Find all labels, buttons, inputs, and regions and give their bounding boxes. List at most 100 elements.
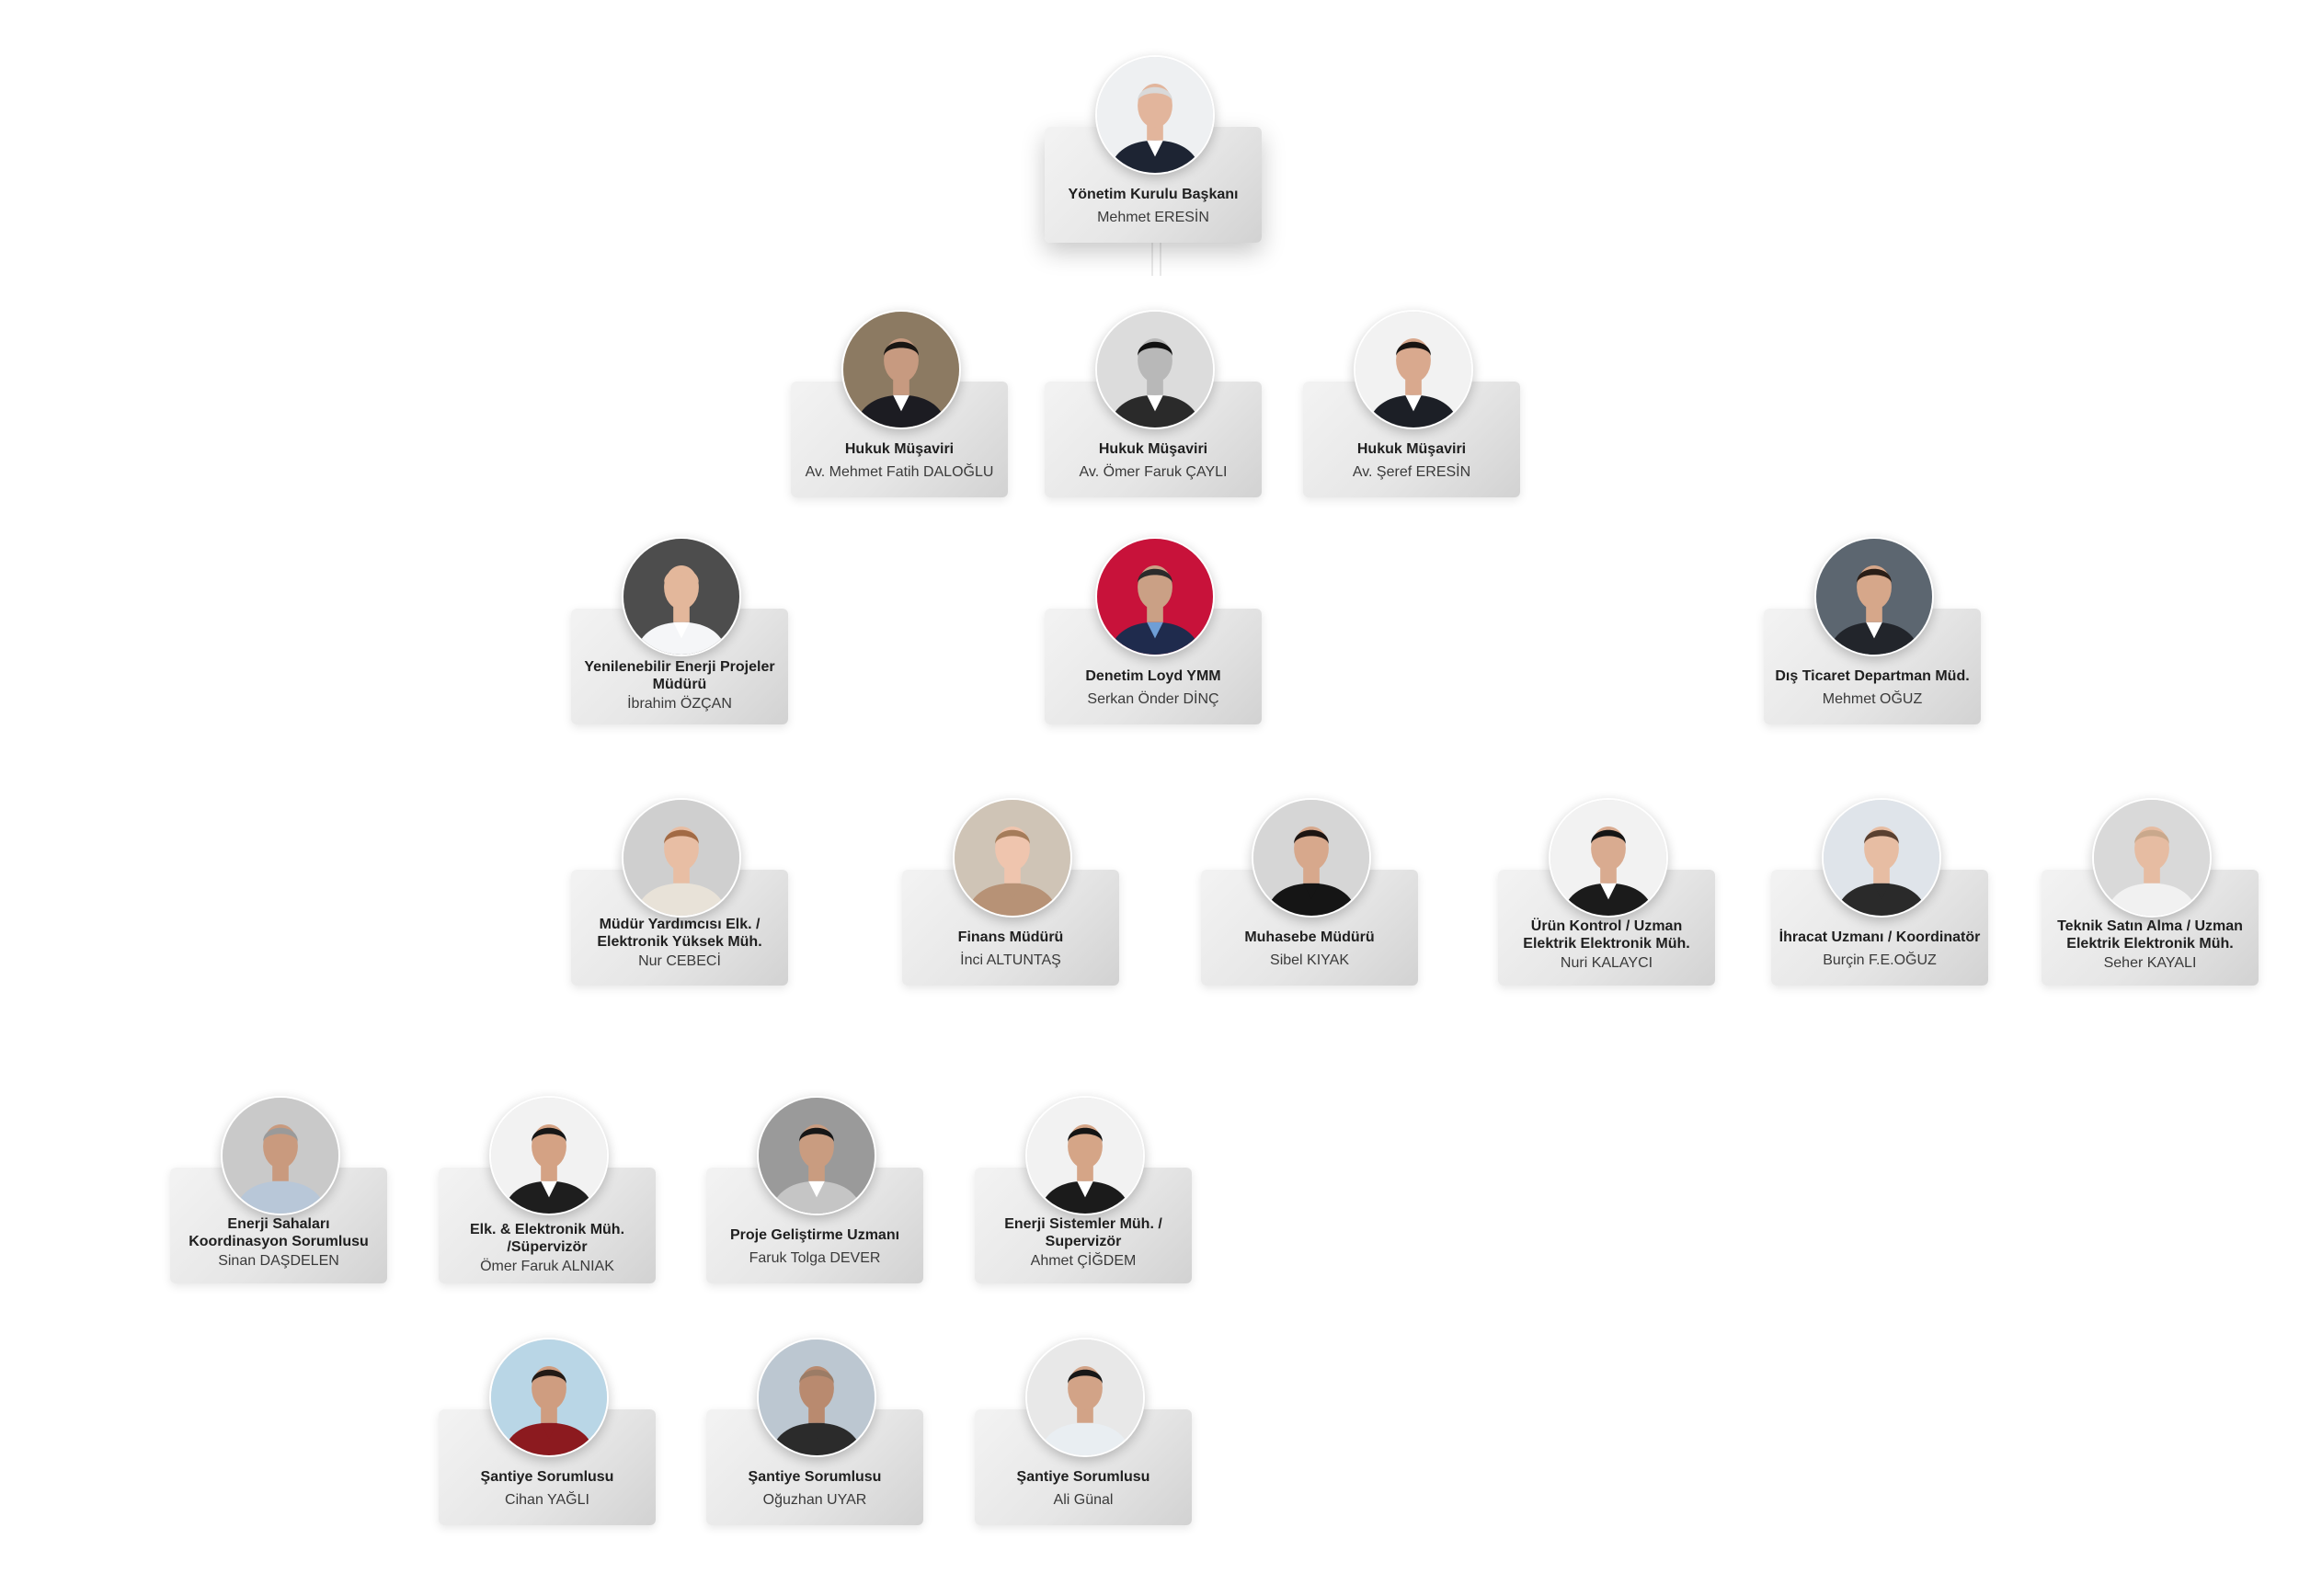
portrait-photo — [489, 1096, 609, 1215]
org-node-hukuk-musaviri-3: Hukuk Müşaviri Av. Şeref ERESİN — [1303, 310, 1520, 540]
node-role: Denetim Loyd YMM — [1085, 668, 1221, 684]
node-name: Serkan Önder DİNÇ — [1087, 691, 1219, 707]
portrait-photo — [1095, 310, 1215, 429]
node-role: Teknik Satın Alma / Uzman Elektrik Elekt… — [2057, 918, 2243, 952]
node-text: Denetim Loyd YMM Serkan Önder DİNÇ — [1052, 667, 1254, 708]
org-node-santiye-sorumlusu-3: Şantiye Sorumlusu Ali Günal — [975, 1338, 1192, 1568]
node-role: Şantiye Sorumlusu — [480, 1469, 614, 1485]
portrait-photo — [221, 1096, 340, 1215]
portrait-photo — [1025, 1096, 1145, 1215]
node-text: Proje Geliştirme Uzmanı Faruk Tolga DEVE… — [714, 1226, 916, 1267]
node-name: İbrahim ÖZÇAN — [627, 696, 732, 712]
node-text: Enerji Sahaları Koordinasyon Sorumlusu S… — [177, 1215, 380, 1270]
org-node-yenilenebilir-enerji: Yenilenebilir Enerji Projeler Müdürü İbr… — [571, 537, 788, 767]
node-name: Mehmet ERESİN — [1097, 210, 1209, 225]
node-text: Şantiye Sorumlusu Ali Günal — [982, 1468, 1184, 1509]
node-role: Müdür Yardımcısı Elk. / Elektronik Yükse… — [597, 917, 762, 950]
node-text: Finans Müdürü İnci ALTUNTAŞ — [909, 929, 1112, 969]
node-text: Ürün Kontrol / Uzman Elektrik Elektronik… — [1505, 918, 1708, 972]
org-node-santiye-sorumlusu-1: Şantiye Sorumlusu Cihan YAĞLI — [439, 1338, 656, 1568]
org-node-yonetim-kurulu-baskani: Yönetim Kurulu Başkanı Mehmet ERESİN — [1045, 55, 1262, 285]
node-name: Burçin F.E.OĞUZ — [1823, 952, 1937, 968]
node-name: Av. Ömer Faruk ÇAYLI — [1079, 464, 1228, 480]
portrait-photo — [489, 1338, 609, 1457]
node-text: Muhasebe Müdürü Sibel KIYAK — [1208, 929, 1411, 969]
node-name: Nuri KALAYCI — [1560, 955, 1653, 971]
org-node-mudur-yardimcisi: Müdür Yardımcısı Elk. / Elektronik Yükse… — [571, 798, 788, 1028]
node-name: Oğuzhan UYAR — [762, 1492, 867, 1508]
portrait-photo — [2092, 798, 2212, 918]
org-node-santiye-sorumlusu-2: Şantiye Sorumlusu Oğuzhan UYAR — [706, 1338, 923, 1568]
node-name: Ömer Faruk ALNIAK — [480, 1259, 614, 1274]
node-name: Av. Şeref ERESİN — [1352, 464, 1471, 480]
node-role: Hukuk Müşaviri — [1098, 441, 1208, 457]
node-name: Seher KAYALI — [2103, 955, 2197, 971]
org-node-dis-ticaret: Dış Ticaret Departman Müd. Mehmet OĞUZ — [1764, 537, 1981, 767]
node-name: Ahmet ÇİĞDEM — [1030, 1253, 1137, 1269]
portrait-photo — [1549, 798, 1668, 918]
org-node-urun-kontrol: Ürün Kontrol / Uzman Elektrik Elektronik… — [1498, 798, 1715, 1028]
node-role: Enerji Sistemler Müh. / Supervizör — [1004, 1216, 1162, 1249]
node-text: Hukuk Müşaviri Av. Şeref ERESİN — [1310, 440, 1513, 481]
node-role: Proje Geliştirme Uzmanı — [729, 1227, 900, 1243]
node-text: Müdür Yardımcısı Elk. / Elektronik Yükse… — [578, 916, 781, 970]
node-role: Şantiye Sorumlusu — [748, 1469, 882, 1485]
node-role: Yönetim Kurulu Başkanı — [1068, 187, 1239, 202]
portrait-photo — [1814, 537, 1934, 656]
portrait-photo — [1822, 798, 1941, 918]
portrait-photo — [622, 798, 741, 918]
node-role: İhracat Uzmanı / Koordinatör — [1779, 929, 1981, 945]
node-name: Sibel KIYAK — [1270, 952, 1349, 968]
node-name: Mehmet OĞUZ — [1822, 691, 1923, 707]
org-node-hukuk-musaviri-1: Hukuk Müşaviri Av. Mehmet Fatih DALOĞLU — [791, 310, 1008, 540]
node-text: Elk. & Elektronik Müh. /Süpervizör Ömer … — [446, 1221, 648, 1275]
node-role: Yenilenebilir Enerji Projeler Müdürü — [584, 659, 775, 692]
portrait-photo — [1252, 798, 1371, 918]
node-text: Enerji Sistemler Müh. / Supervizör Ahmet… — [982, 1215, 1184, 1270]
org-node-hukuk-musaviri-2: Hukuk Müşaviri Av. Ömer Faruk ÇAYLI — [1045, 310, 1262, 540]
portrait-photo — [841, 310, 961, 429]
node-role: Elk. & Elektronik Müh. /Süpervizör — [469, 1222, 625, 1255]
node-text: Yönetim Kurulu Başkanı Mehmet ERESİN — [1052, 186, 1254, 226]
node-role: Hukuk Müşaviri — [1356, 441, 1467, 457]
org-node-enerji-sahalari: Enerji Sahaları Koordinasyon Sorumlusu S… — [170, 1096, 387, 1326]
node-name: Ali Günal — [1053, 1492, 1114, 1508]
portrait-photo — [1354, 310, 1473, 429]
node-text: Hukuk Müşaviri Av. Ömer Faruk ÇAYLI — [1052, 440, 1254, 481]
node-text: İhracat Uzmanı / Koordinatör Burçin F.E.… — [1773, 929, 1986, 969]
node-role: Şantiye Sorumlusu — [1016, 1469, 1150, 1485]
node-name: İnci ALTUNTAŞ — [960, 952, 1061, 968]
node-text: Hukuk Müşaviri Av. Mehmet Fatih DALOĞLU — [798, 440, 1001, 481]
node-text: Teknik Satın Alma / Uzman Elektrik Elekt… — [2043, 918, 2257, 972]
portrait-photo — [622, 537, 741, 656]
org-node-ihracat-uzmani: İhracat Uzmanı / Koordinatör Burçin F.E.… — [1771, 798, 1988, 1028]
org-node-denetim-loyd-ymm: Denetim Loyd YMM Serkan Önder DİNÇ — [1045, 537, 1262, 767]
node-name: Av. Mehmet Fatih DALOĞLU — [805, 464, 994, 480]
org-node-enerji-sistemler: Enerji Sistemler Müh. / Supervizör Ahmet… — [975, 1096, 1192, 1326]
org-node-elk-elektronik-muh: Elk. & Elektronik Müh. /Süpervizör Ömer … — [439, 1096, 656, 1326]
portrait-photo — [757, 1338, 876, 1457]
org-node-muhasebe-muduru: Muhasebe Müdürü Sibel KIYAK — [1201, 798, 1418, 1028]
node-role: Muhasebe Müdürü — [1244, 929, 1375, 945]
portrait-photo — [1095, 537, 1215, 656]
node-role: Ürün Kontrol / Uzman Elektrik Elektronik… — [1523, 918, 1690, 952]
portrait-photo — [953, 798, 1072, 918]
node-role: Dış Ticaret Departman Müd. — [1775, 668, 1970, 684]
portrait-photo — [1025, 1338, 1145, 1457]
node-name: Faruk Tolga DEVER — [749, 1250, 881, 1266]
org-node-proje-gelistirme: Proje Geliştirme Uzmanı Faruk Tolga DEVE… — [706, 1096, 923, 1326]
org-node-teknik-satin-alma: Teknik Satın Alma / Uzman Elektrik Elekt… — [2042, 798, 2259, 1028]
portrait-photo — [757, 1096, 876, 1215]
node-role: Hukuk Müşaviri — [844, 441, 955, 457]
org-node-finans-muduru: Finans Müdürü İnci ALTUNTAŞ — [902, 798, 1119, 1028]
node-name: Sinan DAŞDELEN — [218, 1253, 339, 1269]
node-role: Finans Müdürü — [957, 929, 1064, 945]
node-name: Nur CEBECİ — [638, 953, 721, 969]
node-name: Cihan YAĞLI — [505, 1492, 589, 1508]
node-text: Dış Ticaret Departman Müd. Mehmet OĞUZ — [1771, 667, 1973, 708]
node-text: Şantiye Sorumlusu Cihan YAĞLI — [446, 1468, 648, 1509]
portrait-photo — [1095, 55, 1215, 175]
node-text: Yenilenebilir Enerji Projeler Müdürü İbr… — [578, 658, 781, 712]
node-role: Enerji Sahaları Koordinasyon Sorumlusu — [189, 1216, 369, 1249]
node-text: Şantiye Sorumlusu Oğuzhan UYAR — [714, 1468, 916, 1509]
